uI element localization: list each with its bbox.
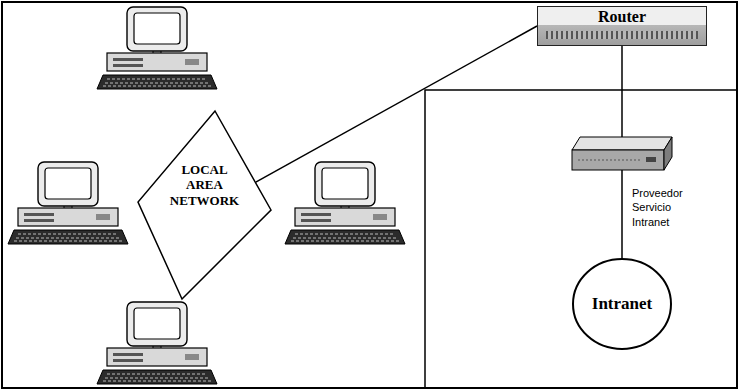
link-label: Proveedor Servicio Intranet [630,186,685,229]
intranet-circle: Intranet [572,258,672,350]
router-panel [546,31,698,39]
link-line [256,26,537,182]
computer-icon [8,162,128,244]
node-label: LOCAL AREA NETWORK [170,162,239,209]
computer-icon [97,7,217,89]
router-box: Router [537,6,707,46]
node-label: Router [598,7,646,26]
modem-device [572,137,672,170]
computer-icon [97,302,217,384]
node-label: Intranet [592,294,652,314]
provider-region [425,90,737,388]
network-diamond: LOCAL AREA NETWORK [137,110,272,300]
computer-icon [285,162,405,244]
